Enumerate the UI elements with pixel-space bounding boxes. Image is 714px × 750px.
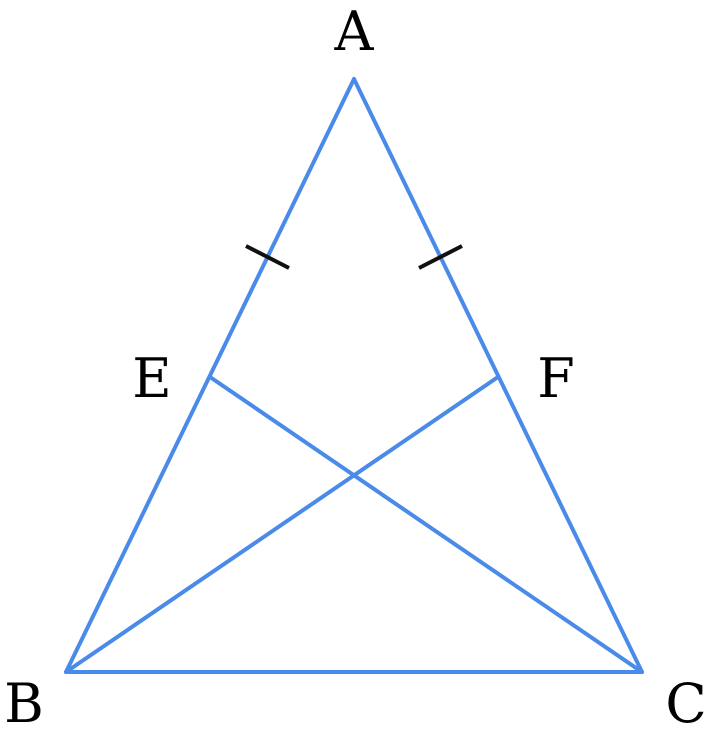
label-f: F <box>537 347 574 410</box>
tick-mark-ae <box>245 244 290 270</box>
label-b: B <box>4 672 44 735</box>
segment-cf <box>208 375 644 674</box>
label-c: C <box>665 672 706 735</box>
tick-mark-af <box>418 244 463 270</box>
label-e: E <box>132 347 171 410</box>
label-a: A <box>334 0 375 63</box>
segment-be <box>64 375 500 674</box>
